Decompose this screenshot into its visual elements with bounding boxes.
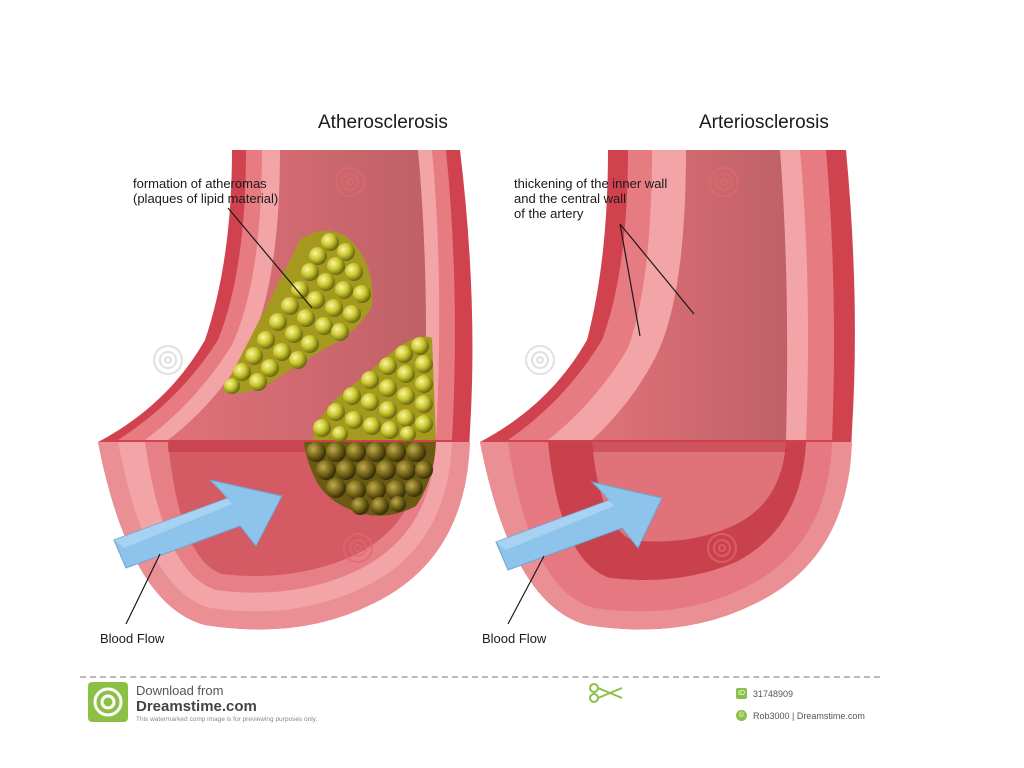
wall-pointer-line-central [619, 223, 695, 315]
blood-flow-arrow [113, 479, 283, 569]
image-id: 31748909 [753, 688, 794, 699]
image-id-row: ID 31748909 [736, 688, 793, 699]
watermark-swirl-icon [709, 167, 739, 197]
watermark-swirl-icon [707, 533, 737, 563]
plaque-cross-section [304, 442, 436, 516]
watermark-swirl-icon [343, 533, 373, 563]
atheroma-annotation: formation of atheromas (plaques of lipid… [133, 176, 279, 206]
blood-flow-label: Blood Flow [482, 631, 547, 646]
copyright-icon: © [736, 710, 747, 721]
footer-divider [80, 676, 880, 678]
upper-plaque [222, 230, 373, 394]
blood-flow-pointer-line [125, 553, 161, 625]
id-badge-icon: ID [736, 688, 747, 699]
watermark-swirl-icon [153, 345, 183, 375]
watermark-disclaimer: This watermarked comp image is for previ… [136, 716, 318, 723]
diagram-title-arteriosclerosis: Arteriosclerosis [699, 112, 829, 133]
credit-row: © Rob3000 | Dreamstime.com [736, 710, 865, 721]
blood-flow-arrow [495, 481, 663, 571]
diagram-title-atherosclerosis: Atherosclerosis [318, 112, 448, 133]
watermark-swirl-icon [525, 345, 555, 375]
site-name[interactable]: Dreamstime.com [136, 698, 257, 715]
image-credit[interactable]: Rob3000 | Dreamstime.com [753, 710, 865, 721]
blood-flow-label: Blood Flow [100, 631, 165, 646]
dreamstime-logo-icon [88, 682, 128, 722]
atheroma-pointer-line [227, 207, 313, 309]
atherosclerosis-artery [98, 150, 473, 630]
blood-flow-pointer-line [507, 555, 545, 625]
wall-thickening-annotation: thickening of the inner wall and the cen… [514, 176, 668, 221]
arteriosclerosis-artery [480, 150, 855, 630]
scissors-icon [589, 683, 623, 703]
watermark-swirl-icon [335, 167, 365, 197]
lower-plaque [312, 336, 436, 442]
wall-pointer-line-inner [619, 223, 641, 337]
download-label: Download from [136, 683, 224, 698]
